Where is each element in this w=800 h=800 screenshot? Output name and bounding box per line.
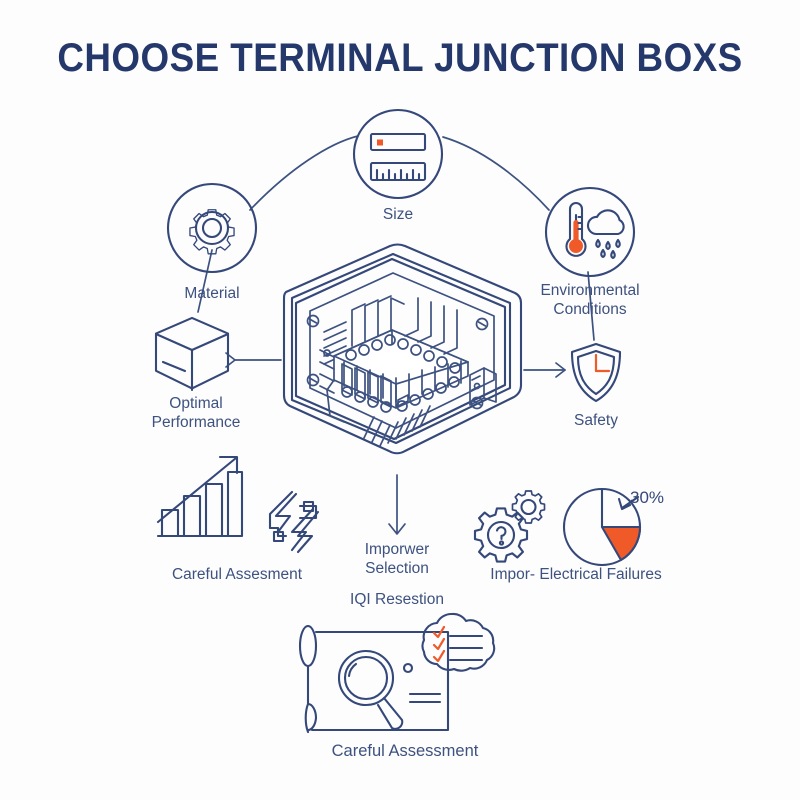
size-label: Size bbox=[382, 206, 414, 223]
page-title: CHOOSE TERMINAL JUNCTION BOXS bbox=[57, 36, 743, 80]
blueprint-icon bbox=[298, 624, 450, 734]
shield-icon bbox=[570, 342, 622, 403]
careful-assessment-label: Careful Assessment bbox=[331, 742, 479, 760]
cube-icon bbox=[154, 316, 230, 392]
safety-label: Safety bbox=[574, 412, 618, 429]
careful-assesment-chart-label: Careful Assesment bbox=[171, 566, 303, 583]
size-icon-group[interactable] bbox=[352, 108, 444, 200]
lightning-bolt-icon bbox=[256, 488, 328, 554]
safety-icon-group[interactable] bbox=[568, 341, 624, 405]
iqi-resestion-label: IQI Resestion bbox=[350, 591, 444, 608]
gears-question-icon[interactable] bbox=[472, 485, 550, 563]
environmental-label: Environmental Conditions bbox=[540, 282, 640, 318]
bar-chart-growth-icon[interactable] bbox=[152, 452, 244, 544]
terminal-junction-box[interactable] bbox=[272, 240, 532, 465]
pie-percent-label: 30% bbox=[630, 488, 665, 507]
pie-chart-icon[interactable] bbox=[562, 483, 680, 571]
material-icon-group[interactable] bbox=[166, 182, 258, 274]
checklist-cloud-icon bbox=[421, 612, 496, 672]
ruler-icon bbox=[369, 161, 427, 182]
gear-question-icon bbox=[473, 507, 529, 563]
optimal-performance-icon-group[interactable] bbox=[150, 312, 234, 396]
electrical-failures-label: Impor- Electrical Failures bbox=[490, 566, 662, 583]
imporwer-selection-label: Imporwer Selection bbox=[364, 541, 430, 577]
material-label: Material bbox=[184, 285, 240, 302]
thermometer-icon bbox=[565, 201, 587, 257]
environmental-icon-group[interactable] bbox=[540, 182, 640, 282]
gear-small-icon bbox=[511, 490, 546, 524]
optimal-performance-label: Optimal Performance bbox=[151, 395, 241, 431]
gear-icon bbox=[189, 209, 235, 255]
rain-cloud-icon bbox=[586, 209, 625, 260]
blueprint-magnifier-checklist-icon[interactable] bbox=[298, 612, 508, 740]
magnifier-icon bbox=[337, 649, 404, 730]
